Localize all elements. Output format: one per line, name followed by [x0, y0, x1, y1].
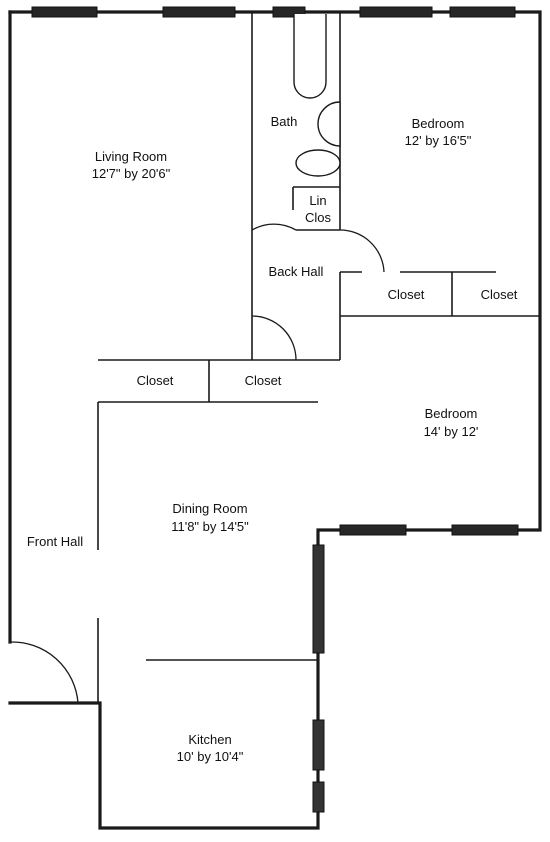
front-hall-label: Front Hall: [27, 534, 83, 549]
toilet-icon: [295, 149, 341, 177]
sink-icon: [317, 101, 341, 147]
bedroom-2-label: Bedroom: [425, 406, 478, 421]
windows-right-vertical: [312, 544, 325, 813]
bathtub-icon: [293, 14, 327, 99]
lin-clos-label-1: Lin: [309, 193, 326, 208]
bedroom-1-label: Bedroom: [412, 116, 465, 131]
kitchen-label: Kitchen: [188, 732, 231, 747]
windows-top: [31, 6, 516, 18]
dining-room-size: 11'8" by 14'5": [171, 519, 249, 534]
exterior-walls: [8, 10, 542, 830]
room-labels: Living Room 12'7" by 20'6" Bath Lin Clos…: [27, 114, 518, 764]
bath-label: Bath: [271, 114, 298, 129]
dining-room-label: Dining Room: [172, 501, 247, 516]
bath-fixtures: [293, 14, 341, 177]
closet-label-3: Closet: [137, 373, 174, 388]
closet-label-1: Closet: [388, 287, 425, 302]
living-room-size: 12'7" by 20'6": [92, 166, 171, 181]
bedroom-2-size: 14' by 12': [424, 424, 479, 439]
closet-label-4: Closet: [245, 373, 282, 388]
lin-clos-label-2: Clos: [305, 210, 332, 225]
kitchen-size: 10' by 10'4": [177, 749, 244, 764]
windows-bedroom-bottom: [339, 524, 519, 536]
door-swings: [9, 223, 385, 704]
back-hall-label: Back Hall: [269, 264, 324, 279]
bedroom-1-size: 12' by 16'5": [405, 133, 472, 148]
closet-label-2: Closet: [481, 287, 518, 302]
living-room-label: Living Room: [95, 149, 167, 164]
